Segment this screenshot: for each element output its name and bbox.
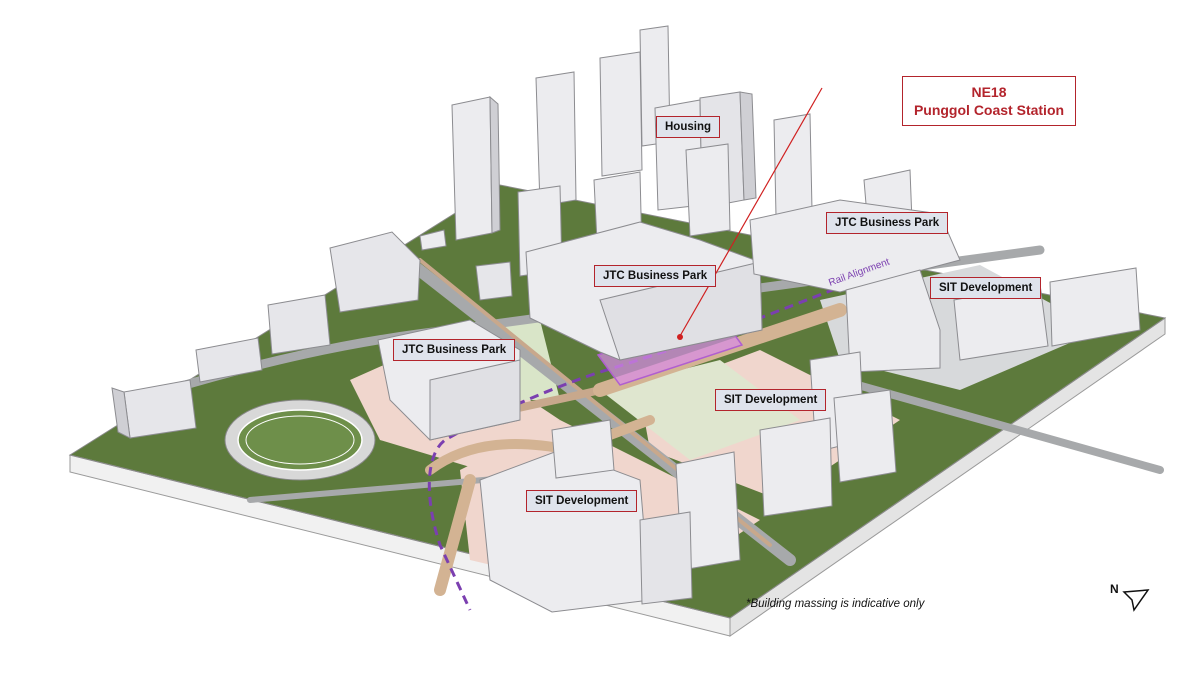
north-arrow-icon bbox=[1122, 589, 1150, 612]
label-jtc-business-park-center: JTC Business Park bbox=[594, 265, 717, 287]
label-housing: Housing bbox=[656, 116, 720, 138]
label-jtc-business-park-top-right: JTC Business Park bbox=[826, 212, 949, 234]
running-track bbox=[224, 399, 376, 481]
station-marker bbox=[677, 334, 683, 340]
label-sit-development-center: SIT Development bbox=[715, 389, 827, 411]
buildings bbox=[111, 25, 1141, 613]
label-jtc-business-park-left: JTC Business Park bbox=[393, 339, 516, 361]
station-callout: NE18 Punggol Coast Station bbox=[902, 76, 1076, 126]
station-leader-line bbox=[679, 87, 823, 337]
north-arrow: N bbox=[1110, 582, 1154, 616]
north-letter: N bbox=[1110, 582, 1119, 596]
disclaimer-note: *Building massing is indicative only bbox=[746, 598, 925, 610]
label-sit-development-bottom: SIT Development bbox=[526, 490, 638, 512]
station-name: Punggol Coast Station bbox=[913, 102, 1065, 118]
station-code: NE18 bbox=[971, 84, 1007, 100]
label-sit-development-right: SIT Development bbox=[930, 277, 1042, 299]
